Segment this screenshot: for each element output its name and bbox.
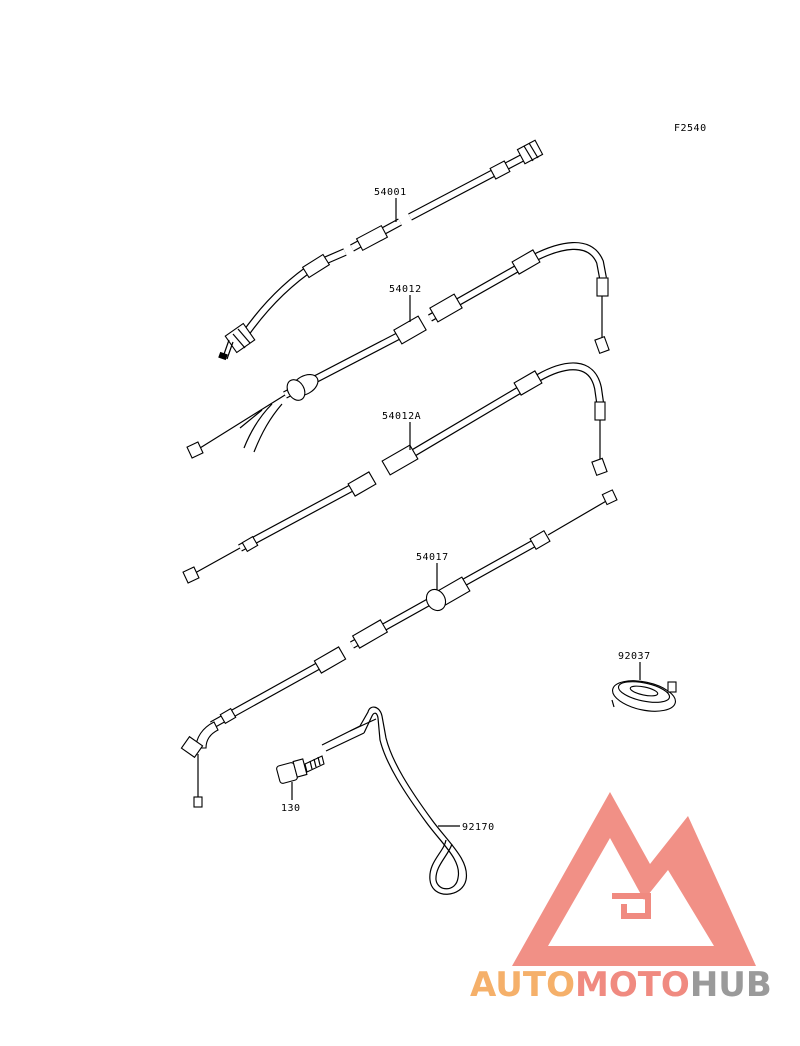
callout-54001: 54001 [374, 187, 407, 198]
throttle-cable-54012 [186, 242, 610, 459]
watermark-text-auto: AUTO [470, 965, 575, 1005]
callout-54017: 54017 [416, 552, 449, 563]
grommet-92037 [611, 680, 677, 712]
watermark-text: AUTOMOTOHUB [470, 965, 772, 1005]
clamp-92170 [321, 706, 468, 895]
callout-92170: 92170 [462, 822, 495, 833]
figure-code: F2540 [674, 123, 707, 134]
callout-54012a: 54012A [382, 411, 421, 422]
bolt-130 [276, 755, 325, 784]
choke-cable-54017 [180, 489, 618, 808]
speedometer-cable-54001 [218, 139, 544, 361]
throttle-cable-54012a [182, 362, 608, 584]
callout-54012: 54012 [389, 284, 422, 295]
callout-92037: 92037 [618, 651, 651, 662]
watermark-text-moto: MOTO [575, 965, 690, 1005]
callout-130: 130 [281, 803, 301, 814]
watermark-logo [512, 792, 756, 966]
watermark-text-hub: HUB [690, 965, 772, 1005]
